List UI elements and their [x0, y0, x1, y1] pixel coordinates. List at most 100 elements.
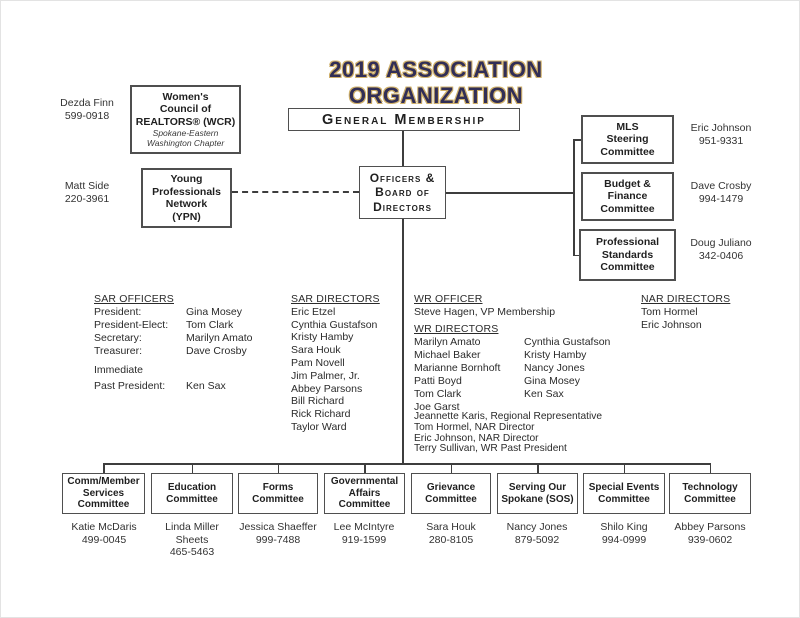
officers-board-box: Officers & Board of Directors: [359, 166, 446, 219]
grievance-contact: Sara Houk 280-8105: [405, 521, 497, 546]
role-name: Ken Sax: [186, 380, 226, 392]
wr-directors-col2: Cynthia Gustafson Kristy Hamby Nancy Jon…: [524, 336, 634, 401]
governmental-affairs-box: Governmental Affairs Committee: [324, 473, 405, 514]
mls-steering-box: MLS Steering Committee: [581, 115, 674, 164]
role-name: Gina Mosey: [186, 306, 243, 318]
box-line: Education: [167, 482, 217, 493]
technology-box: Technology Committee: [669, 473, 751, 514]
contact-phone: 879-5092: [514, 533, 560, 546]
wcr-subtitle: Spokane-Eastern: [152, 128, 219, 139]
director-name: Nancy Jones: [524, 362, 585, 374]
general-membership-label: General Membership: [322, 111, 486, 128]
sar-officers-roster: SAR OFFICERS President: Gina Mosey Presid…: [94, 293, 289, 393]
box-line: Forms: [262, 482, 294, 493]
contact-name: Jessica Shaeffer: [239, 521, 317, 533]
sar-directors-roster: SAR DIRECTORS Eric Etzel Cynthia Gustafs…: [291, 293, 401, 434]
box-line: Affairs: [348, 487, 381, 499]
drop-1: [103, 463, 105, 474]
forms-box: Forms Committee: [238, 473, 318, 514]
contact-name: Abbey Parsons: [674, 521, 746, 533]
contact-name: Sara Houk: [426, 521, 476, 533]
role-name: Marilyn Amato: [186, 332, 253, 344]
director-name: Eric Johnson: [641, 319, 702, 331]
box-line: Serving Our: [508, 482, 567, 493]
special-events-box: Special Events Committee: [583, 473, 665, 514]
box-line: MLS: [616, 120, 639, 133]
contact-phone: 919-1599: [341, 533, 387, 546]
role-label: President:: [94, 306, 142, 318]
ypn-line: Professionals: [152, 185, 221, 198]
nar-directors-roster: NAR DIRECTORS Tom Hormel Eric Johnson: [641, 293, 751, 332]
contact-phone: 280-8105: [428, 533, 474, 546]
director-name: Marianne Bornhoft: [414, 362, 501, 374]
connector-bottom-rail: [103, 463, 711, 465]
drop-5: [450, 463, 452, 474]
rep-name: Eric Johnson, NAR Director: [414, 432, 539, 444]
contact-phone: 499-0045: [81, 533, 127, 546]
box-line: Spokane (SOS): [501, 493, 574, 505]
director-name: Tom Hormel: [641, 306, 698, 318]
roster-row: President: Gina Mosey: [94, 306, 289, 319]
contact-phone: 994-0999: [601, 533, 647, 546]
comm-member-services-box: Comm/Member Services Committee: [62, 473, 145, 514]
roster-row: Secretary: Marilyn Amato: [94, 332, 289, 345]
officers-line: Officers &: [369, 170, 436, 185]
director-name: Pam Novell: [291, 356, 345, 369]
education-box: Education Committee: [151, 473, 233, 514]
comm-member-contact: Katie McDaris 499-0045: [58, 521, 150, 546]
box-line: Committee: [166, 493, 218, 505]
ypn-line: (YPN): [172, 210, 201, 223]
contact-phone: 951-9331: [698, 134, 744, 147]
officer-name: Steve Hagen, VP Membership: [414, 306, 556, 318]
role-name: Tom Clark: [186, 319, 234, 331]
contact-name: Shilo King: [600, 521, 648, 533]
director-name: Abbey Parsons: [291, 382, 363, 395]
roster-heading: WR OFFICER: [414, 293, 483, 305]
director-name: Rick Richard: [291, 408, 351, 421]
box-line: Special Events: [588, 482, 660, 493]
ypn-line: Young: [170, 173, 203, 185]
contact-name: Matt Side: [64, 180, 110, 192]
roster-heading: NAR DIRECTORS: [641, 293, 731, 305]
special-events-contact: Shilo King 994-0999: [578, 521, 670, 546]
rep-name: Jeannette Karis, Regional Representative: [414, 411, 603, 422]
connector-stub-prof-standards: [573, 254, 582, 256]
director-name: Ken Sax: [524, 388, 564, 400]
contact-phone: 999-7488: [255, 533, 301, 546]
drop-3: [277, 463, 279, 474]
box-line: Professional: [595, 236, 660, 249]
box-line: Committee: [600, 261, 655, 274]
roster-heading: WR DIRECTORS: [414, 323, 499, 335]
contact-name: Dave Crosby: [690, 180, 752, 192]
serving-our-spokane-box: Serving Our Spokane (SOS): [497, 473, 578, 514]
contact-phone: 994-1479: [698, 192, 744, 205]
drop-6: [537, 463, 539, 474]
contact-phone: 939-0602: [687, 533, 733, 546]
role-label: Immediate: [94, 364, 144, 376]
role-label: President-Elect:: [94, 319, 169, 331]
contact-name: Dezda Finn: [60, 97, 114, 109]
role-label: Secretary:: [94, 332, 142, 344]
ypn-line: Network: [165, 198, 208, 210]
connector-gm-to-officers: [402, 131, 404, 166]
connector-officers-to-bottom: [402, 219, 404, 464]
connector-right-bracket: [573, 139, 575, 256]
budget-contact: Dave Crosby 994-1479: [680, 180, 762, 205]
director-name: Sara Houk: [291, 344, 341, 357]
prof-standards-contact: Doug Juliano 342-0406: [680, 237, 762, 262]
grievance-box: Grievance Committee: [411, 473, 491, 514]
director-name: Bill Richard: [291, 395, 345, 408]
box-line: Budget &: [604, 177, 651, 190]
drop-2: [191, 463, 193, 474]
box-line: Committee: [77, 499, 130, 511]
connector-stub-mls: [573, 139, 582, 141]
director-name: Gina Mosey: [524, 375, 581, 387]
wr-officer-roster: WR OFFICER Steve Hagen, VP Membership: [414, 293, 644, 319]
contact-phone: 220-3961: [64, 192, 110, 205]
general-membership-box: General Membership: [288, 108, 520, 131]
officers-line: Board of: [375, 185, 430, 200]
page-title: 2019 ASSOCIATION ORGANIZATION: [329, 57, 543, 108]
roster-heading: SAR OFFICERS: [94, 293, 174, 305]
director-name: Michael Baker: [414, 349, 481, 361]
